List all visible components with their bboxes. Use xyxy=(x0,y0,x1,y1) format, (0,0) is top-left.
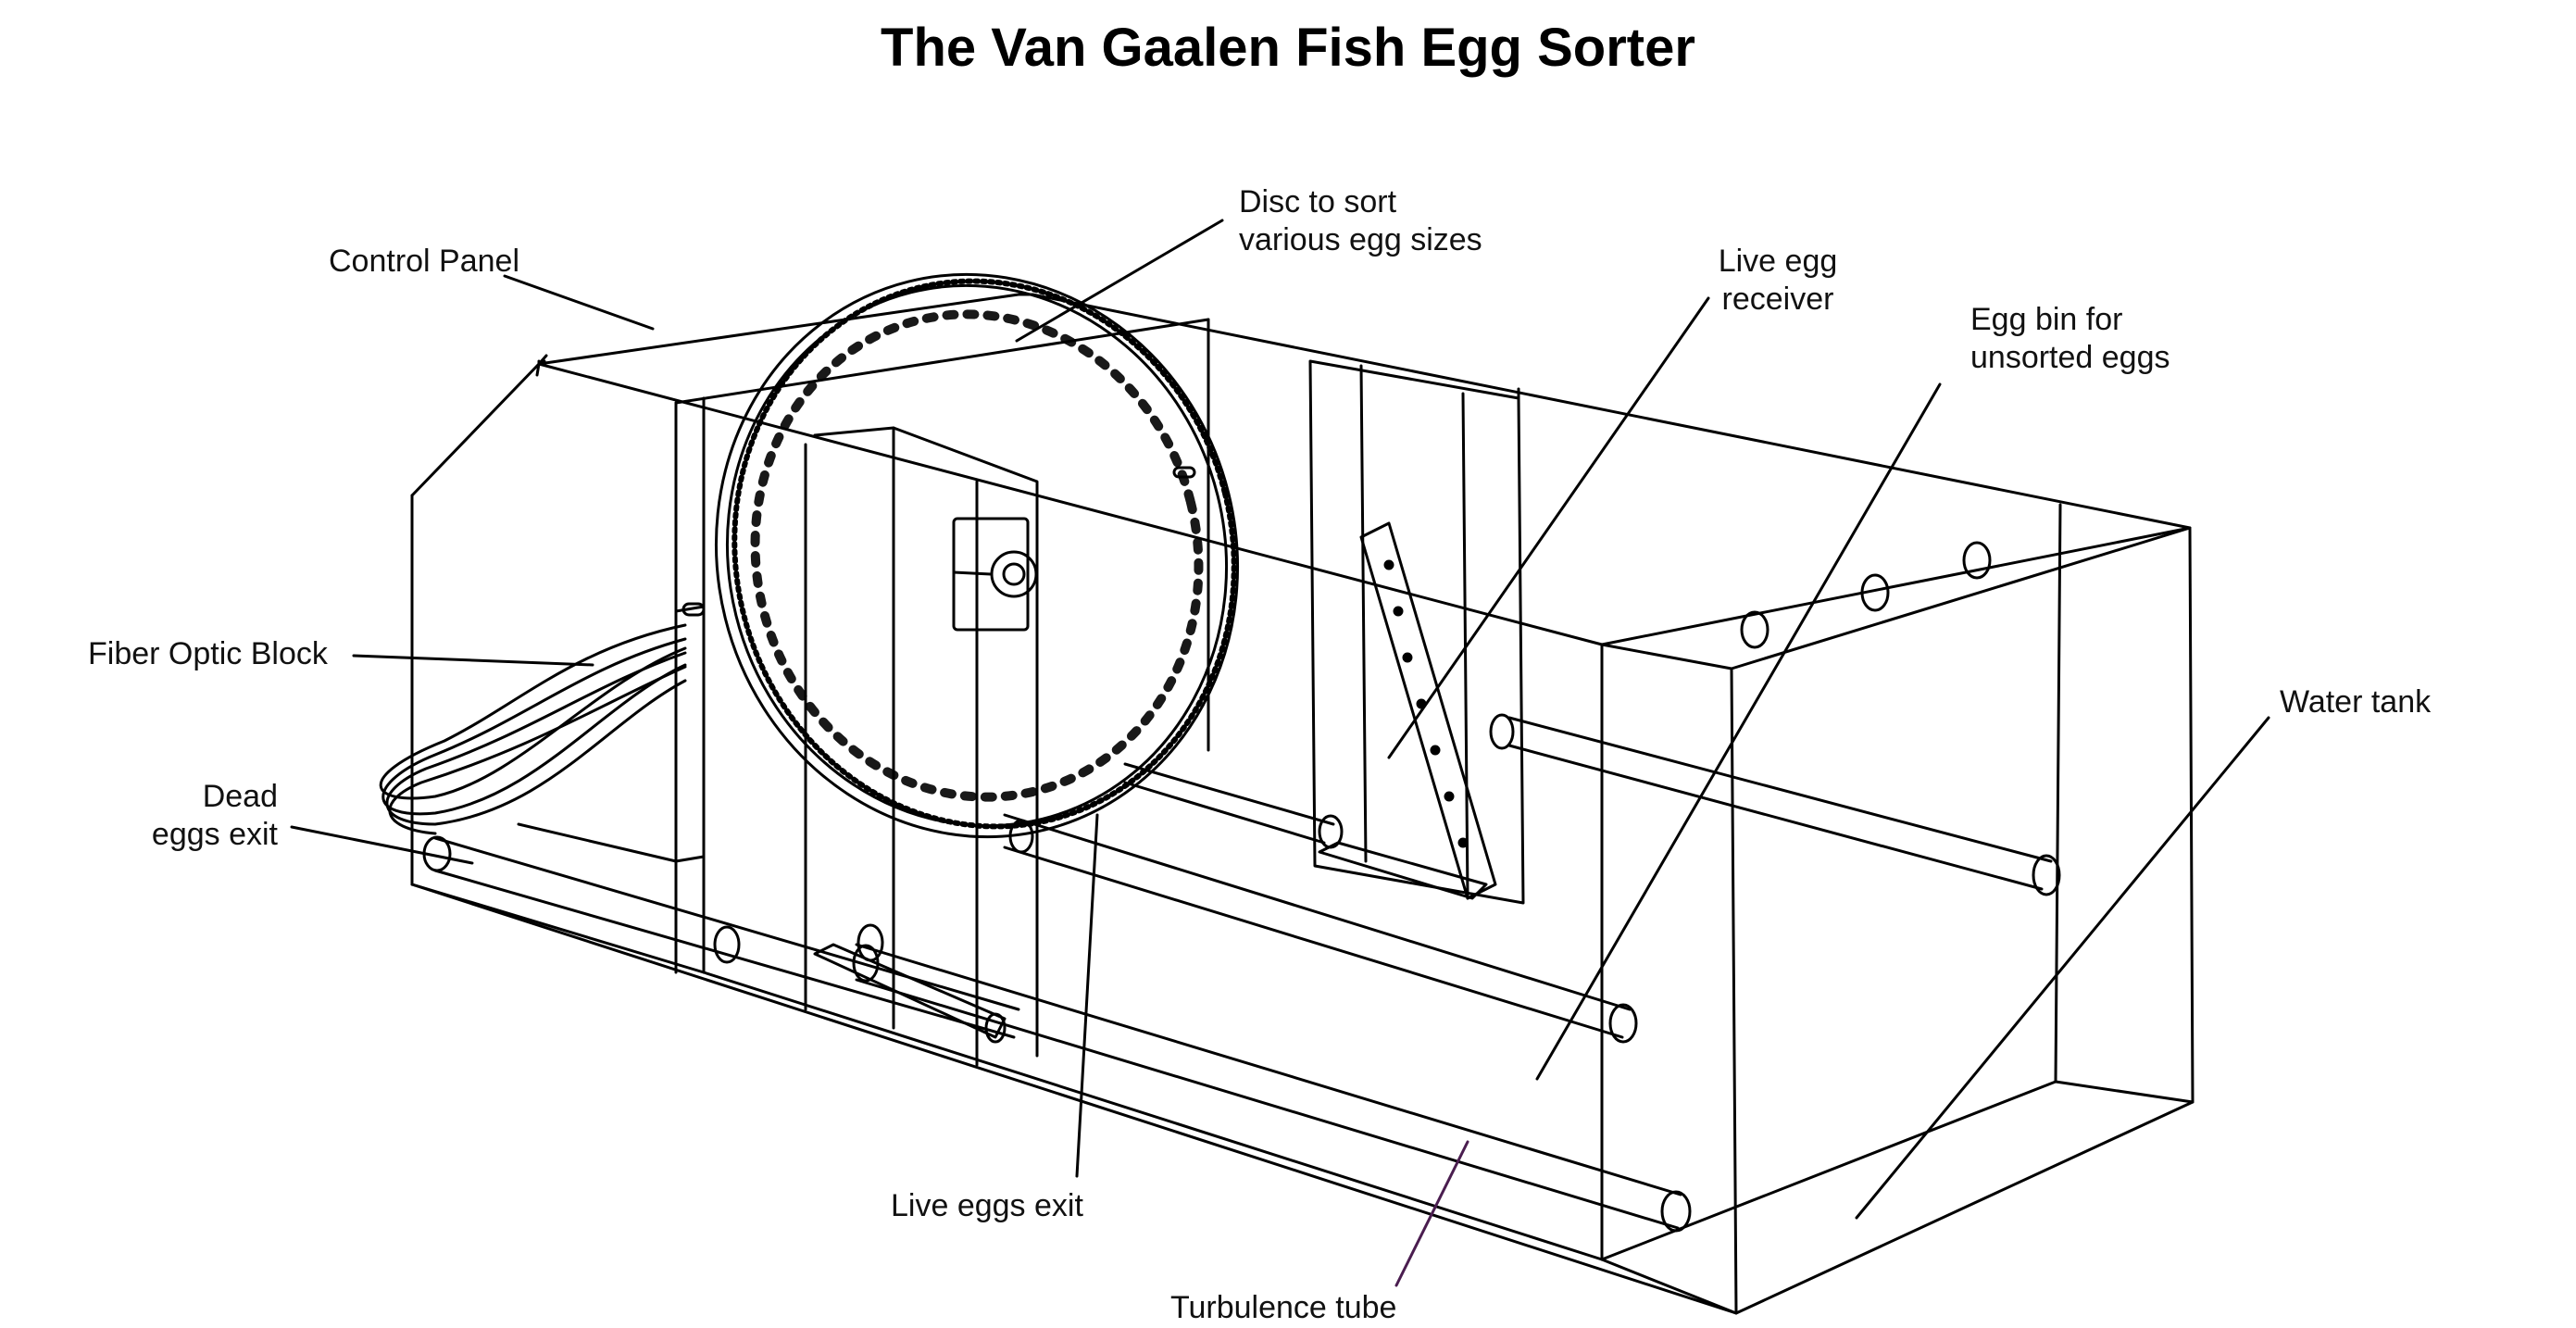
leader-fiber-optic xyxy=(352,654,594,667)
leader-control-panel xyxy=(503,274,655,331)
label-live-egg-receiver-line1: Live egg xyxy=(1718,244,1838,279)
leader-disc xyxy=(1015,219,1224,343)
label-live-eggs-exit: Live eggs exit xyxy=(891,1187,1083,1225)
label-water-tank: Water tank xyxy=(2280,683,2431,721)
tank-holes xyxy=(1740,541,1992,649)
label-live-eggs-exit-text: Live eggs exit xyxy=(891,1188,1083,1223)
live-egg-receiver xyxy=(1308,359,1525,905)
leader-live-receiver xyxy=(1387,296,1710,759)
label-egg-bin-line1: Egg bin for xyxy=(1970,302,2123,337)
label-control-panel-text: Control Panel xyxy=(329,244,520,279)
label-turbulence-tube-text: Turbulence tube xyxy=(1170,1290,1397,1325)
label-fiber-optic-block-text: Fiber Optic Block xyxy=(88,636,328,671)
label-disc: Disc to sort various egg sizes xyxy=(1239,183,1482,259)
label-egg-bin-line2: unsorted eggs xyxy=(1970,340,2170,375)
label-fiber-optic-block: Fiber Optic Block xyxy=(88,635,328,673)
label-water-tank-text: Water tank xyxy=(2280,684,2432,720)
label-disc-line1: Disc to sort xyxy=(1239,184,1397,219)
leader-live-exit xyxy=(1075,813,1099,1178)
label-dead-eggs-exit: Dead eggs exit xyxy=(111,778,278,854)
leader-egg-bin xyxy=(1535,382,1942,1081)
leader-lines xyxy=(290,219,2270,1287)
fiber-optic-block xyxy=(379,602,706,863)
label-turbulence-tube: Turbulence tube xyxy=(1170,1289,1396,1327)
label-disc-line2: various egg sizes xyxy=(1239,222,1482,257)
label-live-egg-receiver: Live egg receiver xyxy=(1676,243,1880,319)
label-dead-eggs-exit-line2: eggs exit xyxy=(151,817,278,852)
water-tank-body xyxy=(410,293,2195,1315)
leader-turbulence-tube xyxy=(1394,1140,1469,1287)
tubes xyxy=(422,713,2061,1233)
label-dead-eggs-exit-line1: Dead xyxy=(202,779,278,814)
leader-water-tank xyxy=(1855,716,2270,1220)
diagram-title: The Van Gaalen Fish Egg Sorter xyxy=(881,18,1695,78)
label-egg-bin: Egg bin for unsorted eggs xyxy=(1970,301,2170,377)
leader-dead-exit xyxy=(290,825,474,865)
label-live-egg-receiver-line2: receiver xyxy=(1721,282,1834,317)
sorting-disc xyxy=(714,272,1240,1058)
label-control-panel: Control Panel xyxy=(329,243,519,281)
